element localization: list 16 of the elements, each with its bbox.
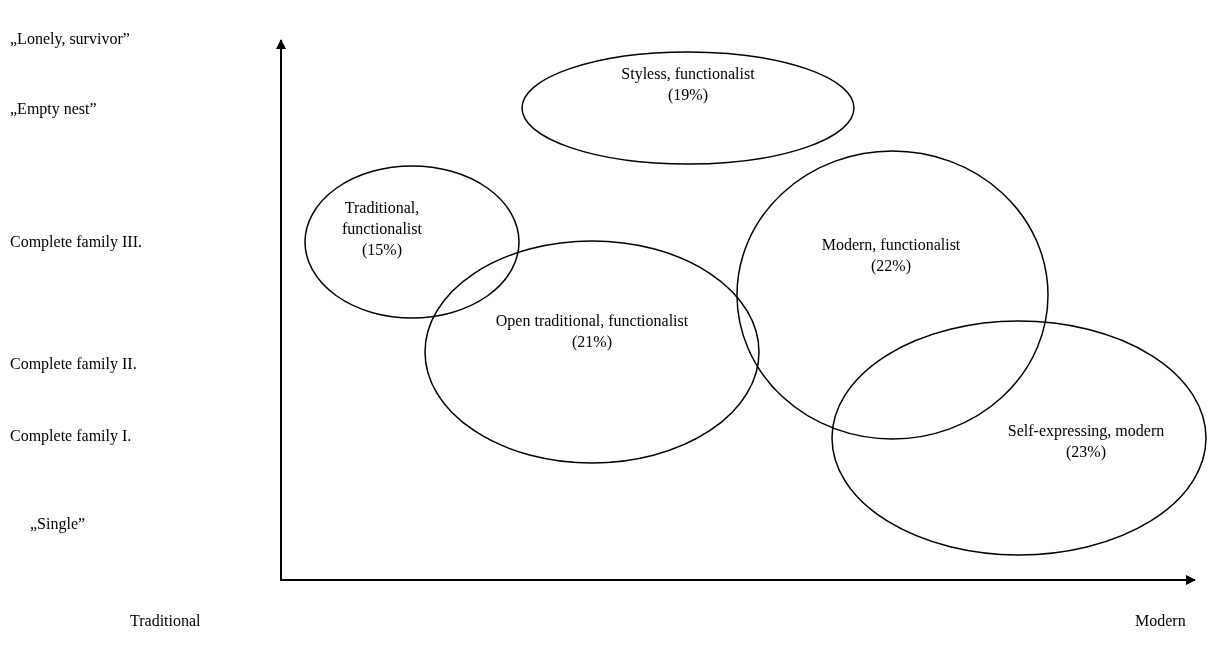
segment-ellipse xyxy=(521,51,855,165)
stage-label: „Single” xyxy=(30,515,86,533)
segment-label: Open traditional, functionalist (21%) xyxy=(494,311,690,352)
segment-ellipse xyxy=(424,240,760,464)
stage-label: „Empty nest” xyxy=(10,100,97,118)
segment-ellipse xyxy=(831,320,1207,556)
axis-label: Traditional xyxy=(130,612,201,630)
segment-label: Traditional, functionalist (15%) xyxy=(341,198,423,260)
stage-label: Complete family I. xyxy=(10,427,132,445)
stage-label: „Lonely, survivor” xyxy=(10,30,130,48)
segment-label: Self-expressing, modern (23%) xyxy=(1006,421,1166,462)
segment-label: Modern, functionalist (22%) xyxy=(820,235,962,276)
axis-label: Modern xyxy=(1135,612,1186,630)
stage-label: Complete family III. xyxy=(10,233,142,251)
segment-label: Styless, functionalist (19%) xyxy=(620,64,756,105)
stage-label: Complete family II. xyxy=(10,355,137,373)
